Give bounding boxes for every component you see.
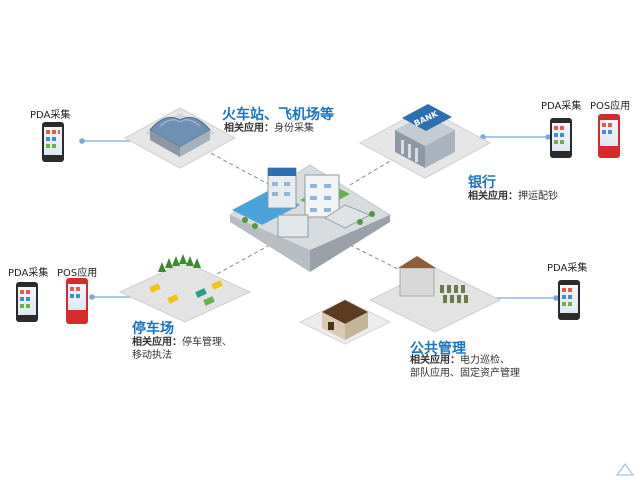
public-title: 公共管理 [410,341,466,357]
pos-label-parking: POS应用 [57,268,98,279]
pos-device-parking [66,278,88,324]
public-app-label: 相关应用： [410,355,460,366]
parking-app: 相关应用：停车管理、 移动执法 [132,336,232,362]
bank-illustration: BANK [358,104,492,179]
station-title: 火车站、飞机场等 [222,107,334,123]
parking-app-value2: 移动执法 [132,350,172,361]
parking-app-label: 相关应用： [132,337,182,348]
parking-app-value: 停车管理、 [182,337,232,348]
link-bank [349,154,401,186]
connector-dot [79,138,85,144]
station-app: 相关应用：身份采集 [224,122,314,135]
connector-dot [553,295,559,301]
pda-device-bank [550,118,572,158]
link-parking [214,244,271,276]
bank-app-value: 押运配钞 [518,191,558,202]
pda-device-parking [16,282,38,322]
pda-label-bank: PDA采集 [541,101,582,112]
station-app-label: 相关应用： [224,123,274,134]
link-station [204,149,271,186]
hub-illustration [229,164,391,272]
connector-dot [545,134,551,140]
station-illustration [123,107,237,169]
watermark-icon [616,462,634,476]
pda-label-station: PDA采集 [30,110,71,121]
public-app-value: 电力巡检、 [460,355,510,366]
bank-title: 银行 [468,175,496,191]
pda-label-parking: PDA采集 [8,268,49,279]
pda-label-public: PDA采集 [547,263,588,274]
public-app: 相关应用：电力巡检、 部队应用、固定资产管理 [410,354,520,380]
pda-device-station [42,122,64,162]
pos-device-bank [598,114,620,158]
public-app-value2: 部队应用、固定资产管理 [410,368,520,379]
parking-platform [118,261,252,323]
parking-illustration [118,254,252,323]
connector-dot [89,294,95,300]
public-illustration [298,256,502,345]
parking-title: 停车场 [132,321,174,337]
pda-device-public [558,280,580,320]
station-app-value: 身份采集 [274,123,314,134]
pos-label-bank: POS应用 [590,101,631,112]
link-public [349,244,401,271]
dashed-links [204,149,401,276]
bank-app: 相关应用：押运配钞 [468,190,558,203]
bank-app-label: 相关应用： [468,191,518,202]
